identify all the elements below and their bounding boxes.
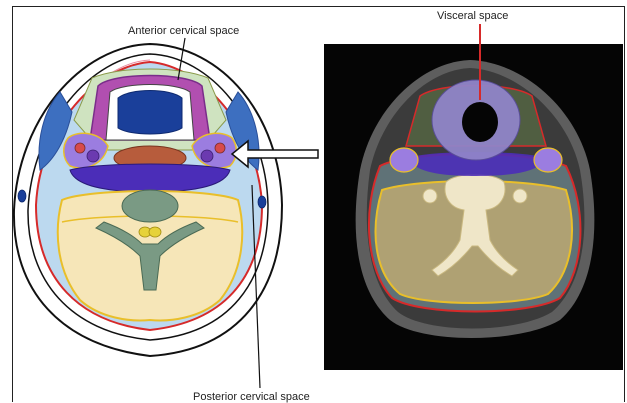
ct-carotid-space-right (534, 148, 562, 172)
anterior-cervical-space-label: Anterior cervical space (128, 25, 239, 37)
carotid-artery-right (215, 143, 225, 153)
ct-airway (462, 102, 498, 142)
ct-foramen-right (513, 189, 527, 203)
ct-carotid-space-left (390, 148, 418, 172)
jugular-vein-right (201, 150, 213, 162)
spinal-cord-right (149, 227, 161, 237)
ct-scan-image (324, 24, 623, 370)
visceral-space-label: Visceral space (437, 10, 508, 22)
jugular-vein-left (87, 150, 99, 162)
external-jugular-right (258, 196, 266, 208)
ct-foramen-left (423, 189, 437, 203)
external-jugular-left (18, 190, 26, 202)
posterior-cervical-space-label: Posterior cervical space (193, 391, 310, 403)
vertebral-body (122, 190, 178, 222)
carotid-artery-left (75, 143, 85, 153)
trachea (118, 91, 182, 135)
schematic-diagram (14, 38, 282, 388)
